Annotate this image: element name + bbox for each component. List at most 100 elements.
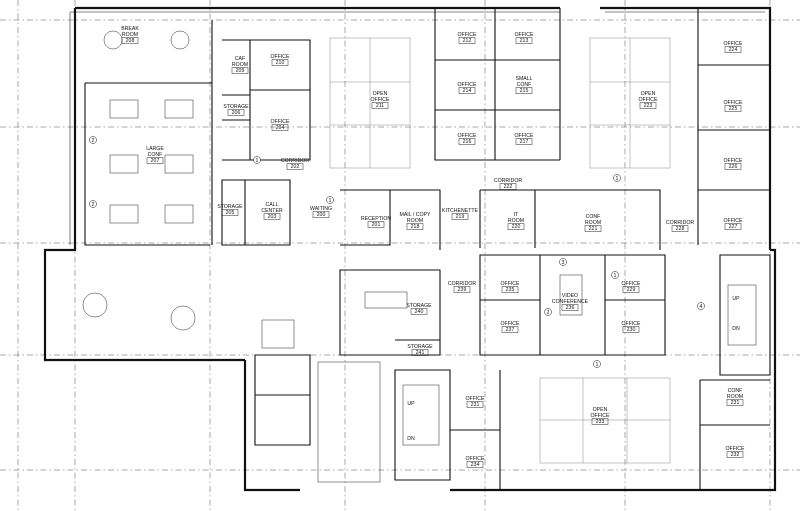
room-number: 228: [676, 226, 685, 232]
grid-marker-label: 1: [256, 158, 259, 164]
room-name: SMALL: [515, 76, 532, 82]
room-number: 207: [151, 158, 160, 164]
open-office-grids: [329, 37, 671, 464]
room-number: 216: [463, 139, 472, 145]
grid-marker-circle: [611, 271, 619, 279]
grid-marker-circle: [613, 174, 621, 182]
room-name: OFFICE: [500, 321, 520, 327]
room-number: 214: [463, 88, 472, 94]
room-number-box: [286, 163, 304, 170]
room-number: 235: [506, 287, 515, 293]
room-name: OFFICE: [621, 321, 641, 327]
grid-marker-label: 2: [547, 310, 550, 316]
room-number: 233: [596, 419, 605, 425]
room-name: WAITING: [310, 206, 332, 212]
room-number-box: [458, 37, 476, 44]
furniture: [82, 30, 757, 483]
room-name: ROOM: [122, 32, 138, 38]
room-number: 202: [291, 164, 300, 170]
room-name: OFFICE: [500, 281, 520, 287]
room-number-box: [466, 461, 484, 468]
grid-marker-label: 1: [616, 176, 619, 182]
room-name: KITCHENETTE: [442, 208, 479, 214]
room-number: 230: [627, 327, 636, 333]
room-name: OFFICE: [514, 133, 534, 139]
room-number: 212: [463, 38, 472, 44]
room-number: 218: [411, 224, 420, 230]
room-number: 205: [226, 210, 235, 216]
grid-marker-circle: [89, 136, 97, 144]
stair-direction-label: UP: [732, 296, 740, 302]
room-number: 226: [729, 164, 738, 170]
grid-marker-circle: [697, 302, 705, 310]
room-number: 227: [729, 224, 738, 230]
room-number: 223: [644, 103, 653, 109]
room-number-box: [724, 163, 742, 170]
interior-walls: [84, 8, 771, 490]
room-name: VIDEO: [562, 293, 578, 299]
room-number: 224: [729, 47, 738, 53]
room-number-box: [726, 399, 744, 406]
room-number: 211: [376, 103, 384, 109]
room-number: 229: [627, 287, 636, 293]
room-name: OPEN: [641, 91, 656, 97]
grid-marker-label: 1: [329, 198, 332, 204]
room-number-box: [561, 304, 579, 311]
room-name: CENTER: [261, 208, 283, 214]
room-name: CONF: [517, 82, 532, 88]
grid-marker-label: 1: [614, 273, 617, 279]
room-number-box: [724, 105, 742, 112]
room-name: OFFICE: [270, 54, 290, 60]
room-number-box: [501, 326, 519, 333]
room-name: STORAGE: [217, 204, 243, 210]
room-number: 220: [512, 224, 521, 230]
room-number: 231: [471, 402, 480, 408]
room-name: OFFICE: [723, 100, 743, 106]
grid-marker-label: 2: [92, 202, 95, 208]
stair-direction-label: DN: [732, 326, 740, 332]
room-name: RECEPTION: [361, 216, 392, 222]
room-name: OFFICE: [457, 82, 477, 88]
room-number: 237: [506, 327, 515, 333]
room-name: OPEN: [593, 407, 608, 413]
room-number: 215: [520, 88, 529, 94]
room-number: 208: [126, 38, 135, 44]
room-name: OFFICE: [514, 32, 534, 38]
room-name: STORAGE: [406, 303, 432, 309]
room-number: 236: [566, 305, 575, 311]
room-number-box: [584, 225, 602, 232]
room-number: 200: [317, 212, 326, 218]
room-number-box: [458, 87, 476, 94]
room-number: 206: [232, 110, 241, 116]
room-number-box: [507, 223, 525, 230]
room-name: OFFICE: [621, 281, 641, 287]
room-name: MAIL / COPY: [400, 212, 431, 218]
room-number-box: [671, 225, 689, 232]
room-number: 217: [520, 139, 529, 145]
room-name: OFFICE: [457, 32, 477, 38]
room-number-box: [724, 46, 742, 53]
room-name: OPEN: [373, 91, 388, 97]
